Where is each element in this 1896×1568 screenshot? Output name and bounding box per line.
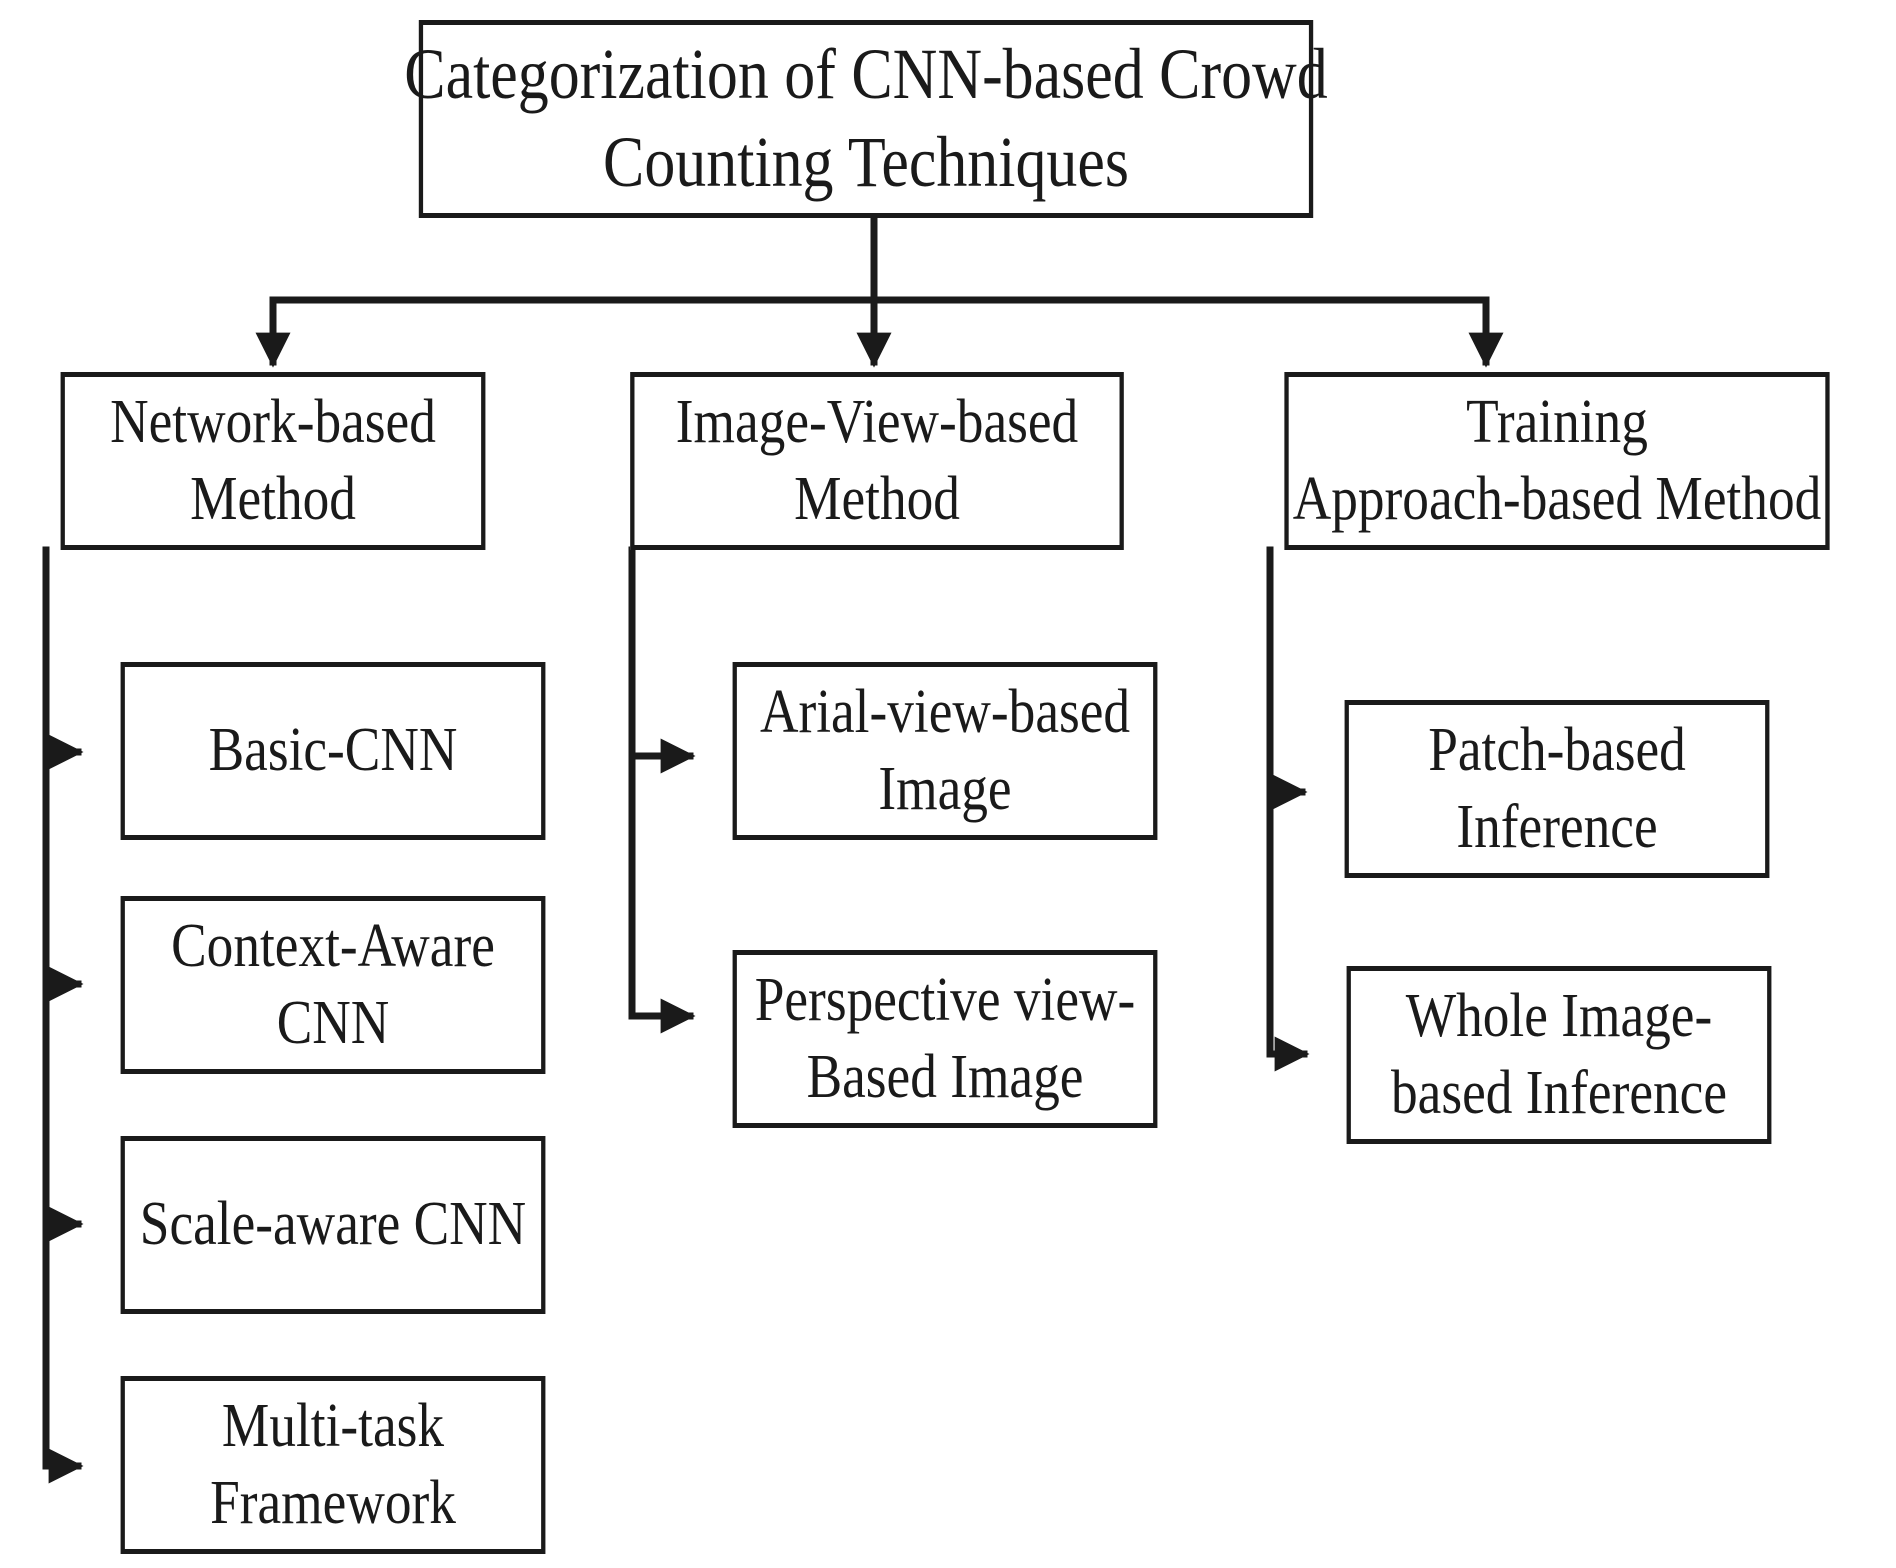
leaf-label-line1: Whole Image- — [1405, 981, 1713, 1050]
category-label-line2: Method — [794, 465, 960, 533]
category-image-view-based-method: Image-View-based Method — [630, 372, 1124, 550]
leaf-scale-aware-cnn: Scale-aware CNN — [120, 1136, 546, 1314]
category-label-line1: Training — [1466, 387, 1648, 456]
leaf-label-line1: Patch-based — [1428, 715, 1686, 784]
leaf-whole-image-based-inference: Whole Image- based Inference — [1346, 966, 1772, 1144]
leaf-context-aware-cnn: Context-Aware CNN — [120, 896, 546, 1074]
leaf-label-line1: Arial-view-based — [759, 677, 1131, 746]
leaf-perspective-view-based-image: Perspective view- Based Image — [732, 950, 1158, 1128]
root-title-line1: Categorization of CNN-based Crowd — [404, 34, 1328, 115]
leaf-label-line2: Inference — [1456, 793, 1658, 861]
root-title-line2: Counting Techniques — [603, 122, 1129, 202]
leaf-label-line2: CNN — [276, 989, 390, 1057]
leaf-arial-view-based-image: Arial-view-based Image — [732, 662, 1158, 840]
leaf-label-line1: Scale-aware CNN — [139, 1190, 527, 1259]
leaf-label-line1: Basic-CNN — [208, 716, 458, 785]
leaf-label-line1: Context-Aware — [171, 911, 495, 980]
leaf-patch-based-inference: Patch-based Inference — [1344, 700, 1770, 878]
leaf-label-line2: Image — [878, 755, 1012, 823]
category-label-line1: Network-based — [110, 387, 436, 456]
category-training-approach-based-method: Training Approach-based Method — [1284, 372, 1830, 550]
category-network-based-method: Network-based Method — [60, 372, 486, 550]
leaf-label-line1: Perspective view- — [754, 965, 1136, 1034]
root-node: Categorization of CNN-based Crowd Counti… — [404, 20, 1328, 218]
leaf-label-line1: Multi-task — [221, 1391, 445, 1460]
leaf-label-line2: Based Image — [806, 1043, 1084, 1111]
leaf-multi-task-framework: Multi-task Framework — [120, 1376, 546, 1554]
leaf-label-line2: Framework — [210, 1469, 456, 1537]
category-label-line1: Image-View-based — [675, 387, 1079, 456]
leaf-basic-cnn: Basic-CNN — [120, 662, 546, 840]
leaf-label-line2: based Inference — [1391, 1059, 1727, 1127]
category-label-line2: Method — [190, 465, 356, 533]
category-label-line2: Approach-based Method — [1292, 465, 1822, 533]
